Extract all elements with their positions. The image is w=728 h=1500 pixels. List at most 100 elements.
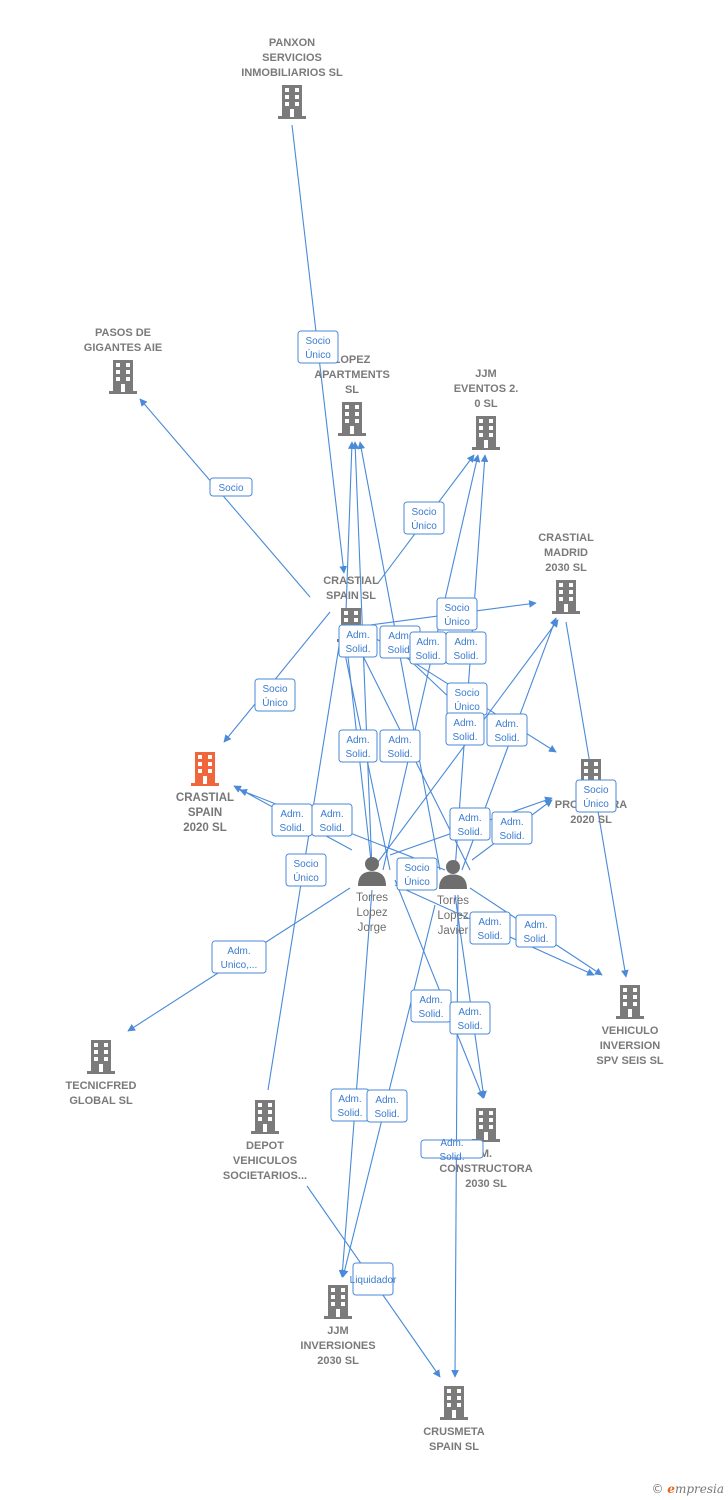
- relation-label-text: Adm.: [495, 719, 518, 730]
- relation-label[interactable]: Adm.Solid.: [410, 989, 452, 1023]
- relation-label[interactable]: Socio: [209, 477, 253, 497]
- relation-label-text: Único: [454, 700, 480, 713]
- relation-label-box: [396, 857, 438, 891]
- relation-label-text: Socio: [444, 603, 469, 614]
- relation-label[interactable]: Liquidador: [350, 1262, 397, 1296]
- node-label-line: INVERSIONES: [300, 1340, 375, 1352]
- node-label-line: JJM: [327, 1325, 348, 1337]
- relation-label-text: Solid.: [337, 1108, 362, 1119]
- relation-label[interactable]: Adm.Solid.: [445, 631, 487, 665]
- node-label-line: Javier: [438, 925, 469, 937]
- relation-label-text: Adm.: [454, 637, 477, 648]
- node-label-line: GLOBAL SL: [69, 1095, 133, 1107]
- relation-label-text: Solid.: [457, 827, 482, 838]
- relation-label[interactable]: Adm.Solid.: [366, 1089, 408, 1123]
- relation-label-text: Adm.: [388, 631, 411, 642]
- company-node-crastial_spain[interactable]: CRASTIAL SPAIN SL: [323, 575, 379, 642]
- node-label-line: SPAIN SL: [429, 1441, 479, 1453]
- relation-label-text: Adm.: [458, 813, 481, 824]
- node-label-line: VEHICULO: [602, 1025, 659, 1037]
- node-label-line: MADRID: [544, 547, 588, 559]
- building-icon: [472, 1108, 500, 1142]
- relation-label-box: [338, 624, 378, 658]
- node-label-line: 2030 SL: [317, 1355, 359, 1367]
- relation-label-text: Solid.: [345, 749, 370, 760]
- relation-label-text: Socio: [454, 688, 479, 699]
- relation-label[interactable]: Adm.Solid.: [311, 803, 353, 837]
- building-icon: [109, 360, 137, 394]
- company-node-depot[interactable]: DEPOTVEHICULOSSOCIETARIOS...: [223, 1100, 307, 1182]
- relation-label-text: Único: [404, 875, 430, 888]
- node-label-line: DEPOT: [246, 1140, 284, 1152]
- relation-label-text: Adm.: [346, 735, 369, 746]
- relation-label-text: Solid.: [494, 733, 519, 744]
- relation-label-text: Solid.: [345, 644, 370, 655]
- relation-label[interactable]: Adm.Solid.: [445, 712, 485, 746]
- node-label-line: SPAIN SL: [326, 590, 376, 602]
- building-icon: [472, 416, 500, 450]
- relation-label[interactable]: Adm. Solid.: [338, 729, 378, 763]
- node-label-line: CRUSMETA: [423, 1426, 485, 1438]
- relation-label[interactable]: Adm.Solid.: [491, 811, 533, 845]
- relation-label[interactable]: Adm. Solid.: [330, 1088, 370, 1122]
- relation-edge: [338, 889, 373, 1278]
- relation-label-text: Único: [411, 519, 437, 532]
- node-label-line: CRASTIAL: [323, 575, 379, 587]
- relation-label-box: [366, 1089, 408, 1123]
- relation-label-text: Único: [262, 696, 288, 709]
- node-label-line: LOPEZ: [334, 354, 371, 366]
- relation-label[interactable]: Adm.Solid.: [469, 911, 511, 945]
- relation-label[interactable]: Adm.Solid.: [409, 631, 447, 665]
- relation-label-text: Solid.: [387, 645, 412, 656]
- relation-label-text: Solid.: [452, 732, 477, 743]
- relation-label[interactable]: Adm.Solid.: [271, 803, 313, 837]
- relation-label[interactable]: Adm. Solid.: [449, 807, 491, 841]
- relation-label-text: Adm.: [338, 1094, 361, 1105]
- person-icon: [439, 860, 467, 889]
- relation-label[interactable]: Adm.Solid.: [379, 729, 421, 763]
- building-icon: [338, 402, 366, 436]
- relation-label-box: [211, 940, 267, 974]
- relation-label-text: Solid.: [415, 651, 440, 662]
- node-label-line: CRASTIAL: [176, 792, 234, 804]
- relation-label[interactable]: Adm.Unico,...: [211, 940, 267, 974]
- company-node-jjm_inv[interactable]: JJM INVERSIONES 2030 SL: [300, 1285, 376, 1367]
- node-label-line: 2030 SL: [465, 1178, 507, 1190]
- empresia-credit[interactable]: © empresia: [651, 1482, 724, 1496]
- relation-label[interactable]: Adm.Solid.: [515, 914, 557, 948]
- relation-label[interactable]: Adm.Solid.: [338, 624, 378, 658]
- company-node-crusmeta[interactable]: CRUSMETA SPAIN SL: [423, 1386, 485, 1453]
- relation-label-text: Adm.: [500, 817, 523, 828]
- relation-label[interactable]: Adm.Solid.: [420, 1138, 484, 1163]
- person-icon: [358, 857, 386, 886]
- relation-label-text: Adm.: [227, 946, 250, 957]
- relation-label[interactable]: Adm. Solid.: [486, 713, 528, 747]
- relation-label-text: Adm.: [280, 809, 303, 820]
- relation-label-box: [403, 501, 445, 535]
- relation-label-box: [311, 803, 353, 837]
- relation-label[interactable]: Adm.Solid.: [449, 1001, 491, 1035]
- relation-label-box: [449, 1001, 491, 1035]
- relation-label-text: Adm.: [440, 1138, 463, 1149]
- node-label-line: EVENTOS 2.: [454, 383, 519, 395]
